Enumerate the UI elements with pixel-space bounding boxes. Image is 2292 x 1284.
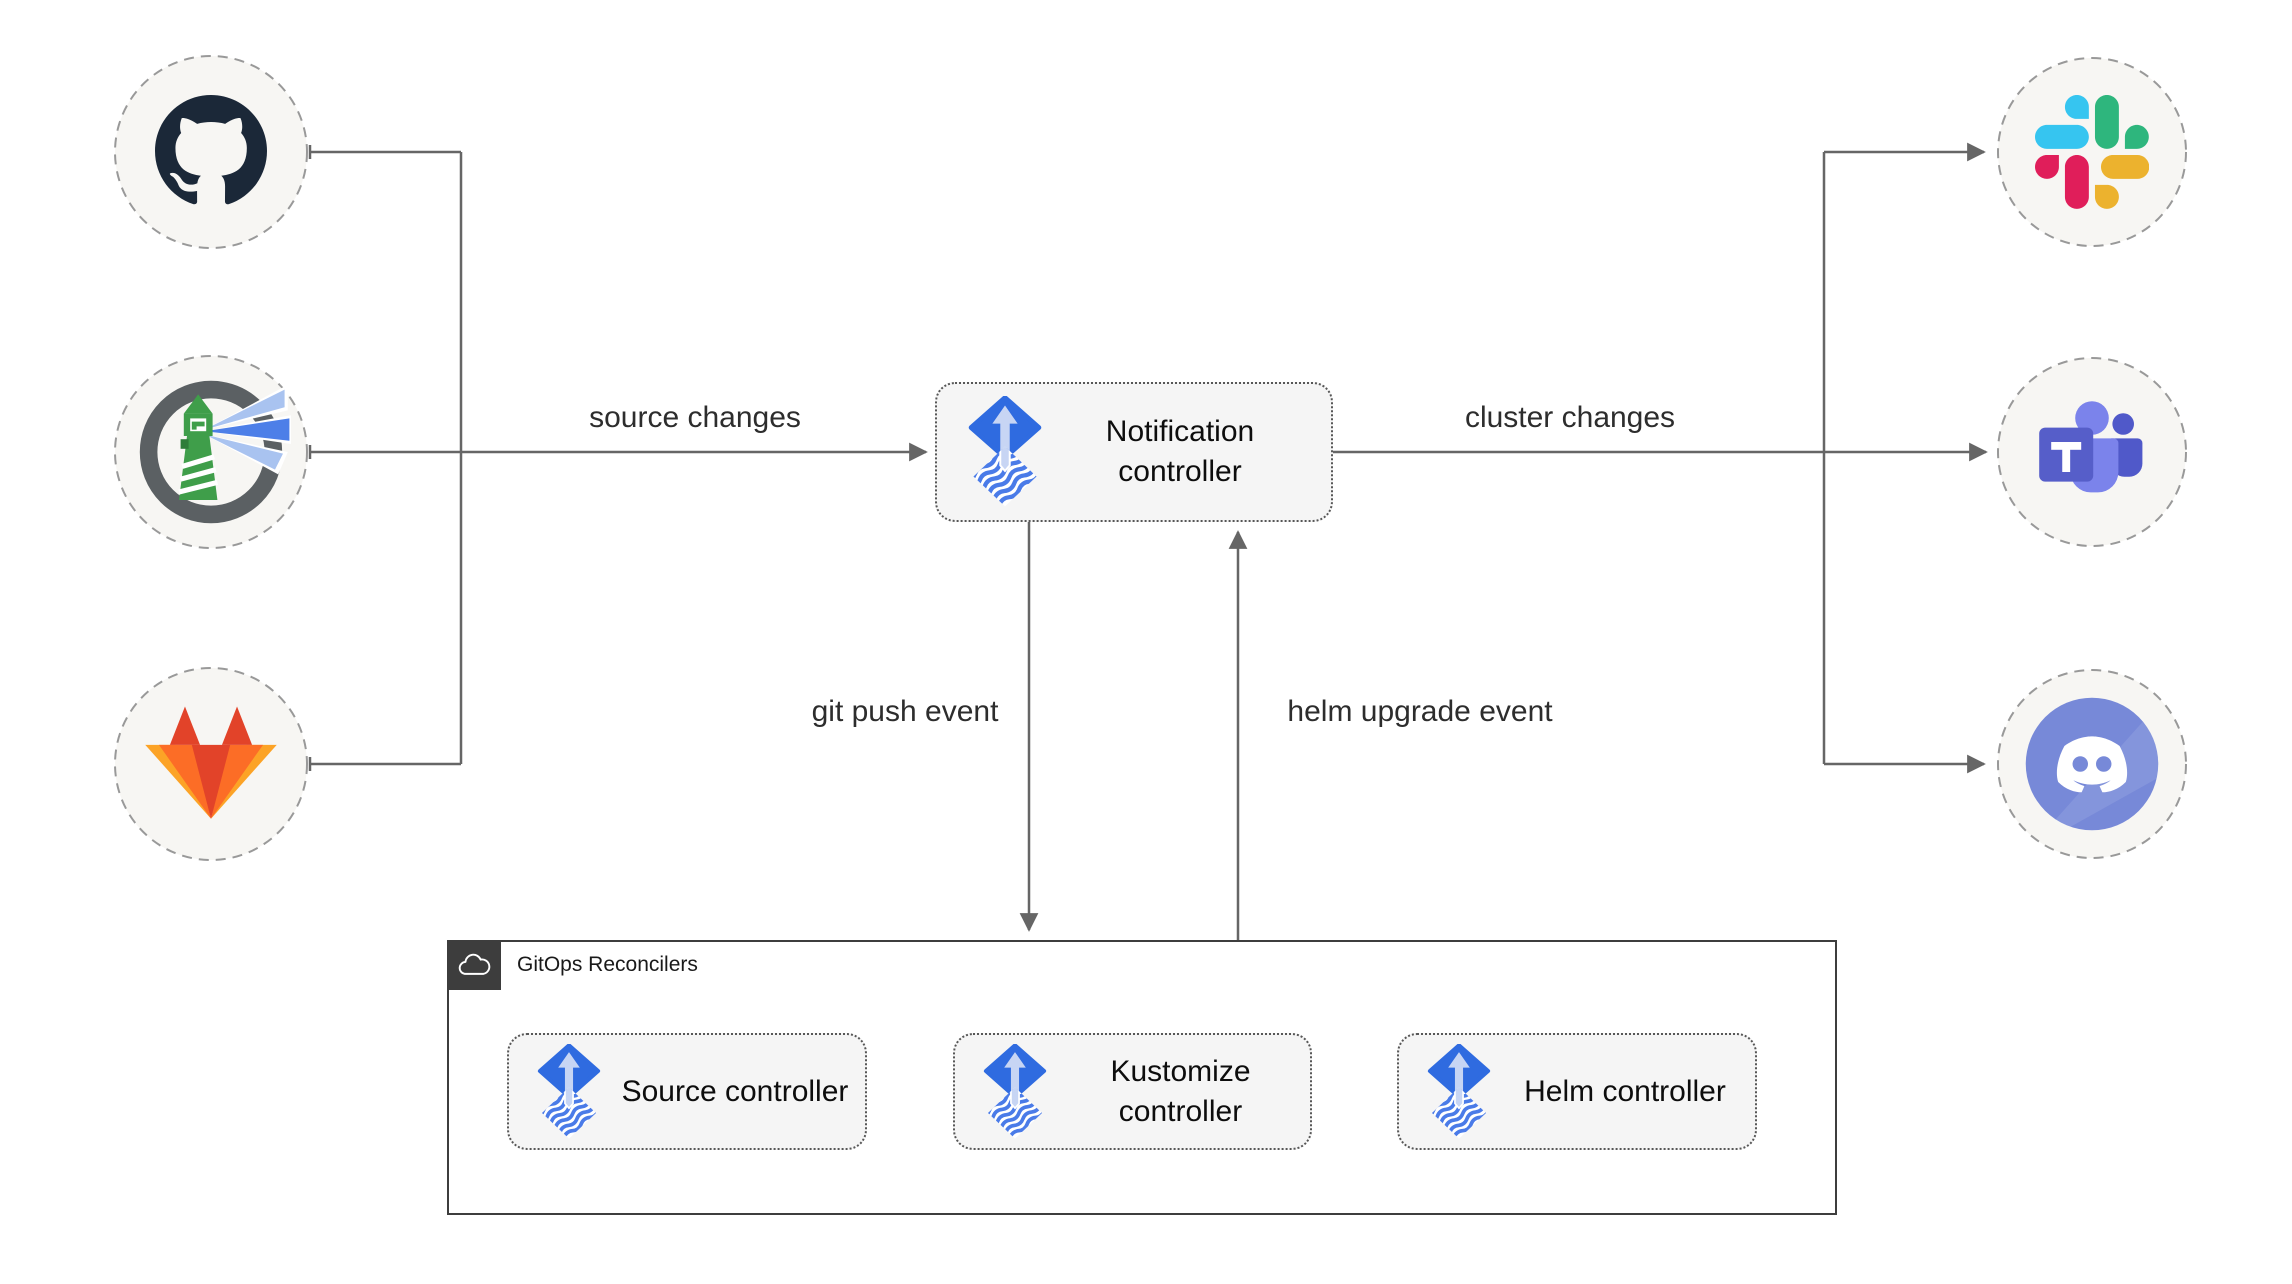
flux-icon xyxy=(533,1044,605,1140)
provider-discord xyxy=(1996,668,2192,864)
node-kustomize-controller: Kustomize controller xyxy=(953,1033,1312,1150)
provider-harbor xyxy=(113,354,309,550)
container-header-square xyxy=(447,940,501,990)
node-source-controller: Source controller xyxy=(507,1033,867,1150)
discord-icon xyxy=(2025,697,2159,831)
provider-slack xyxy=(1996,56,2192,252)
label-cluster-changes: cluster changes xyxy=(1464,401,1676,434)
flux-icon xyxy=(1423,1044,1495,1140)
flux-icon xyxy=(963,396,1047,508)
node-label: Source controller xyxy=(621,1074,849,1108)
provider-gitlab xyxy=(113,666,309,862)
node-label: Notification controller xyxy=(1105,415,1255,488)
node-notification-controller: Notification controller xyxy=(935,382,1333,522)
label-source-changes: source changes xyxy=(589,401,801,434)
provider-github xyxy=(113,54,309,250)
container-title: GitOps Reconcilers xyxy=(517,953,698,976)
label-git-push-event: git push event xyxy=(811,695,999,728)
provider-teams xyxy=(1996,356,2192,552)
flux-icon xyxy=(979,1044,1051,1140)
node-helm-controller: Helm controller xyxy=(1397,1033,1757,1150)
cloud-icon xyxy=(455,950,493,980)
node-label: Kustomize controller xyxy=(1110,1054,1251,1128)
label-helm-upgrade-event: helm upgrade event xyxy=(1287,695,1553,728)
node-label: Helm controller xyxy=(1524,1074,1726,1108)
